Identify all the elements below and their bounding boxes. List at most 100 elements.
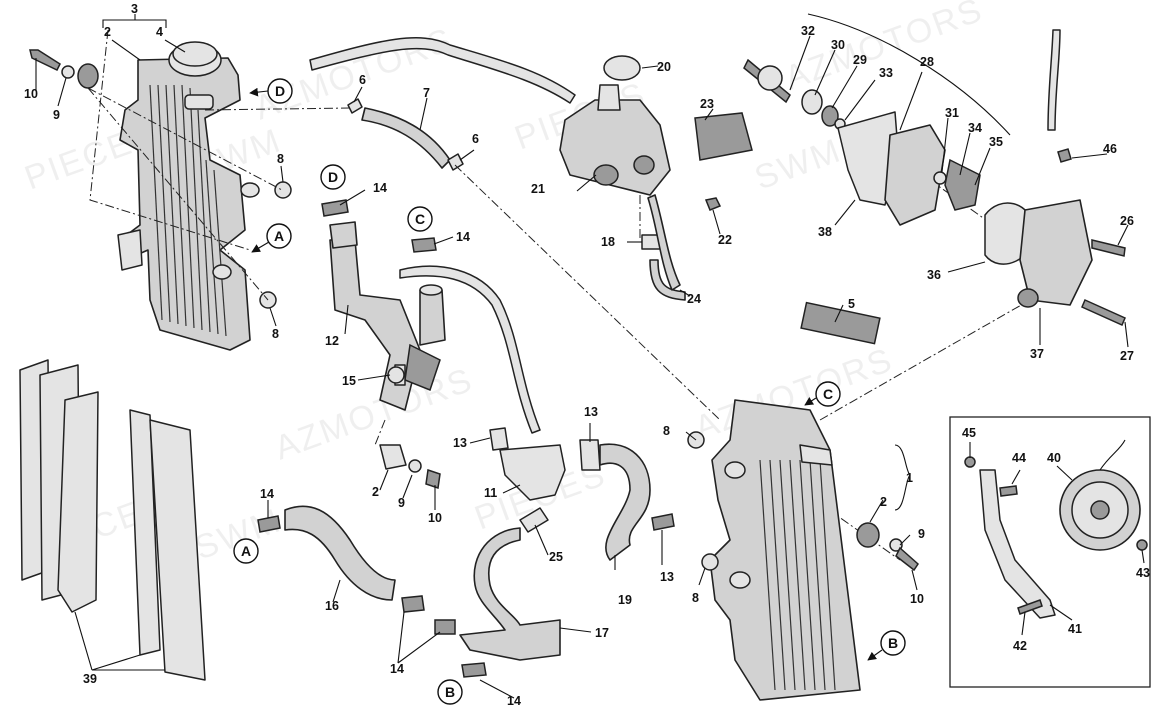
label-4: 4 (156, 25, 163, 39)
label-14: 14 (456, 230, 470, 244)
marker-B-right: B (867, 630, 906, 661)
label-36: 36 (927, 268, 941, 282)
label-25: 25 (549, 550, 563, 564)
marker-D-top: D (249, 78, 293, 104)
part-numbers: 3 2 4 10 9 8 8 6 7 6 14 14 12 15 13 11 1… (24, 2, 1150, 708)
hose-19 (599, 443, 651, 561)
marker-C-mid: C (407, 206, 433, 232)
label-12: 12 (325, 334, 339, 348)
expansion-tank (559, 55, 753, 301)
label-17: 17 (595, 626, 609, 640)
hose-17 (459, 527, 561, 661)
svg-text:A: A (241, 543, 251, 559)
label-46: 46 (1103, 142, 1117, 156)
label-14: 14 (390, 662, 404, 676)
label-20: 20 (657, 60, 671, 74)
svg-text:B: B (888, 635, 898, 651)
water-pump (743, 29, 1126, 326)
hose-16 (284, 505, 396, 601)
foam-block (800, 301, 881, 345)
hose-clamps (257, 444, 675, 678)
label-6: 6 (472, 132, 479, 146)
braces (102, 13, 1011, 511)
label-8: 8 (272, 327, 279, 341)
marker-A-left: A (251, 223, 292, 253)
connection-markers: D A D C C A B B (233, 78, 906, 705)
label-22: 22 (718, 233, 732, 247)
overflow-hose (309, 37, 576, 104)
label-29: 29 (853, 53, 867, 67)
marker-A-bottom: A (233, 538, 259, 564)
label-9: 9 (53, 108, 60, 122)
label-31: 31 (945, 106, 959, 120)
svg-text:C: C (823, 386, 833, 402)
label-13: 13 (453, 436, 467, 450)
label-43: 43 (1136, 566, 1150, 580)
label-11: 11 (484, 486, 497, 500)
label-8: 8 (692, 591, 699, 605)
left-radiator-hardware (29, 49, 464, 309)
label-14: 14 (507, 694, 521, 708)
center-hoses (321, 199, 541, 434)
label-35: 35 (989, 135, 1003, 149)
leader-lines (35, 35, 1145, 699)
marker-B-bottom: B (437, 679, 463, 705)
label-34: 34 (968, 121, 982, 135)
svg-text:D: D (275, 83, 285, 99)
label-10: 10 (910, 592, 924, 606)
svg-text:AZMOTORS: AZMOTORS (270, 361, 478, 468)
label-19: 19 (618, 593, 632, 607)
label-6: 6 (359, 73, 366, 87)
label-18: 18 (601, 235, 615, 249)
label-13: 13 (584, 405, 598, 419)
label-26: 26 (1120, 214, 1134, 228)
marker-D-mid: D (320, 164, 346, 190)
label-23: 23 (700, 97, 714, 111)
label-9: 9 (398, 496, 405, 510)
label-8: 8 (663, 424, 670, 438)
label-30: 30 (831, 38, 845, 52)
label-3: 3 (131, 2, 138, 16)
marker-C-right: C (804, 381, 841, 407)
label-16: 16 (325, 599, 339, 613)
label-45: 45 (962, 426, 976, 440)
label-8: 8 (277, 152, 284, 166)
label-42: 42 (1013, 639, 1027, 653)
label-15: 15 (342, 374, 356, 388)
left-radiator (117, 41, 260, 351)
label-1: 1 (906, 471, 913, 485)
label-2: 2 (104, 25, 111, 39)
label-9: 9 (918, 527, 925, 541)
label-24: 24 (687, 292, 701, 306)
label-14: 14 (373, 181, 387, 195)
label-5: 5 (848, 297, 855, 311)
label-7: 7 (423, 86, 430, 100)
svg-text:D: D (328, 169, 338, 185)
label-10: 10 (428, 511, 442, 525)
label-38: 38 (818, 225, 832, 239)
label-2: 2 (372, 485, 379, 499)
label-10: 10 (24, 87, 38, 101)
fan-inset (949, 416, 1151, 688)
label-44: 44 (1012, 451, 1026, 465)
label-41: 41 (1068, 622, 1082, 636)
svg-text:SWM: SWM (750, 131, 847, 197)
svg-text:C: C (415, 211, 425, 227)
label-21: 21 (531, 182, 545, 196)
label-14: 14 (260, 487, 274, 501)
label-37: 37 (1030, 347, 1044, 361)
radiator-guards (19, 359, 206, 681)
right-radiator (687, 399, 919, 701)
label-2: 2 (880, 495, 887, 509)
label-27: 27 (1120, 349, 1134, 363)
label-39: 39 (83, 672, 97, 686)
label-33: 33 (879, 66, 893, 80)
label-28: 28 (920, 55, 934, 69)
label-32: 32 (801, 24, 815, 38)
svg-text:B: B (445, 684, 455, 700)
label-40: 40 (1047, 451, 1061, 465)
label-13: 13 (660, 570, 674, 584)
svg-text:A: A (274, 228, 284, 244)
